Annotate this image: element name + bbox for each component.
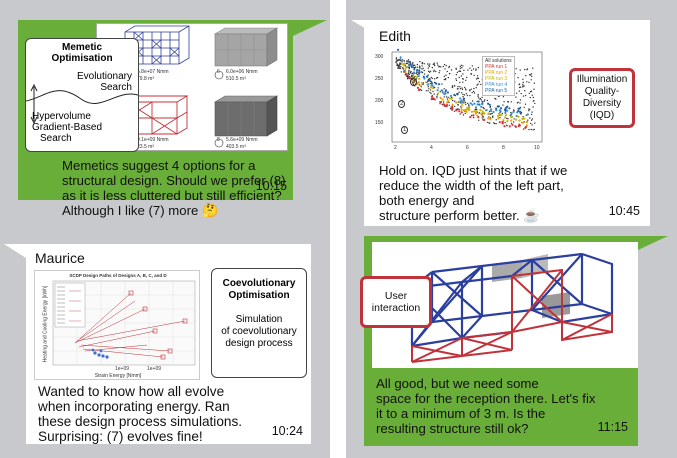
hypervolume-search-label: Hypervolume Gradient-Based Search bbox=[32, 111, 103, 144]
design-paths-chart[interactable]: SCDP Design Paths of Designs A, B, C, an… bbox=[34, 270, 200, 380]
design-paths-plot bbox=[52, 280, 196, 366]
coevolutionary-box: Coevolutionary Optimisation Simulation o… bbox=[211, 268, 307, 378]
message-text-user: All good, but we need some space for the… bbox=[376, 376, 596, 436]
coevolutionary-title: Coevolutionary Optimisation bbox=[222, 278, 296, 301]
opt7-label-b: 23.5 m³ bbox=[137, 144, 154, 150]
legend-run4: PPA run 4 bbox=[485, 82, 508, 88]
message-text-edith: Hold on. IQD just hints that if we reduc… bbox=[379, 163, 568, 223]
message-text-memetic: Memetics suggest 4 options for a structu… bbox=[62, 158, 286, 218]
chart-xlabel: Strain Energy [Nmm] bbox=[94, 373, 142, 379]
message-bubble-edith[interactable]: Edith 300 250 200 150 2 4 6 8 10 All sol… bbox=[364, 20, 650, 226]
ytick-150: 150 bbox=[375, 120, 384, 126]
iqd-scatter-plot bbox=[391, 48, 543, 143]
message-bubble-memetic[interactable]: 5 5.8e+07 Nmm 79.8 m³ 6 6.0e+06 Nmm 510.… bbox=[18, 20, 293, 218]
opt8-label-a: 5.6e+09 Nmm bbox=[226, 137, 258, 143]
legend-run3: PPA run 3 bbox=[485, 76, 508, 82]
ytick-250: 250 bbox=[375, 76, 384, 82]
chart-title: SCDP Design Paths of Designs A, B, C, an… bbox=[69, 273, 167, 278]
modified-structure-drawing bbox=[410, 252, 614, 363]
structural-options-drawing bbox=[124, 25, 279, 148]
opt6-label-a: 6.0e+06 Nmm bbox=[226, 69, 258, 75]
iqd-label-box: Illumination Quality- Diversity (IQD) bbox=[569, 68, 635, 128]
opt8-label-b: 403.5 m³ bbox=[226, 144, 246, 150]
bubble-tail bbox=[4, 244, 26, 258]
bubble-tail bbox=[638, 236, 668, 250]
coffee-emoji-icon: ☕ bbox=[523, 208, 540, 223]
sender-name-maurice: Maurice bbox=[35, 250, 85, 266]
scatter-cloud bbox=[395, 48, 536, 131]
chart-xtick-1: 1e+09 bbox=[115, 366, 130, 372]
ytick-200: 200 bbox=[375, 98, 384, 104]
opt6-label-b: 510.5 m³ bbox=[226, 76, 246, 82]
user-interaction-box: User interaction bbox=[360, 276, 432, 328]
coevolutionary-subtitle: Simulation of coevolutionary design proc… bbox=[221, 314, 297, 349]
chart-ylabel: Heating and Cooling Energy [kWh] bbox=[42, 285, 49, 363]
ytick-300: 300 bbox=[375, 54, 384, 60]
bubble-tail bbox=[293, 20, 327, 36]
opt8-num: 8 bbox=[217, 137, 220, 143]
timestamp-1045: 10:45 bbox=[608, 204, 640, 218]
xtick-10: 10 bbox=[534, 145, 540, 151]
legend-run2: PPA run 2 bbox=[485, 70, 508, 76]
memetic-curve bbox=[26, 83, 138, 125]
left-chat-panel: 5 5.8e+07 Nmm 79.8 m³ 6 6.0e+06 Nmm 510.… bbox=[0, 0, 330, 458]
memetic-diagram: Memetic Optimisation Evolutionary Search… bbox=[25, 38, 139, 152]
opt6-num: 6 bbox=[217, 69, 220, 75]
evolutionary-search-label: Evolutionary Search bbox=[76, 71, 132, 93]
memetic-title: Memetic Optimisation bbox=[51, 42, 113, 64]
scatter-legend: All solutions PPA run 1 PPA run 2 PPA ru… bbox=[482, 56, 515, 96]
mark-2: 2 bbox=[398, 100, 406, 108]
timestamp-1015: 10:15 bbox=[255, 179, 287, 193]
sender-name-edith: Edith bbox=[379, 28, 411, 44]
opt7-label-a: 9.1e+09 Nmm bbox=[137, 137, 169, 143]
mark-3: 3 bbox=[410, 78, 418, 86]
xtick-4: 4 bbox=[430, 145, 433, 151]
opt5-label-b: 79.8 m³ bbox=[137, 76, 154, 82]
opt5-label-a: 5.8e+07 Nmm bbox=[137, 69, 169, 75]
xtick-6: 6 bbox=[466, 145, 469, 151]
message-bubble-maurice[interactable]: Maurice SCDP Design Paths of Designs A, … bbox=[26, 244, 311, 444]
right-chat-panel: Edith 300 250 200 150 2 4 6 8 10 All sol… bbox=[346, 0, 677, 458]
chart-xtick-2: 1e+09 bbox=[147, 366, 162, 372]
legend-run5: PPA run 5 bbox=[485, 88, 508, 94]
xtick-8: 8 bbox=[502, 145, 505, 151]
timestamp-1024: 10:24 bbox=[271, 424, 303, 438]
thinking-emoji-icon: 🤔 bbox=[202, 203, 219, 218]
mark-1: 1 bbox=[401, 126, 409, 134]
timestamp-1115: 11:15 bbox=[597, 420, 628, 434]
legend-run1: PPA run 1 bbox=[485, 64, 508, 70]
message-bubble-user[interactable]: User interaction All good, but we need s… bbox=[360, 236, 638, 446]
xtick-2: 2 bbox=[394, 145, 397, 151]
message-text-maurice: Wanted to know how all evolve when incor… bbox=[38, 384, 243, 444]
legend-all: All solutions bbox=[485, 58, 512, 64]
iqd-scatter-chart[interactable]: 300 250 200 150 2 4 6 8 10 All solutions… bbox=[370, 48, 550, 158]
